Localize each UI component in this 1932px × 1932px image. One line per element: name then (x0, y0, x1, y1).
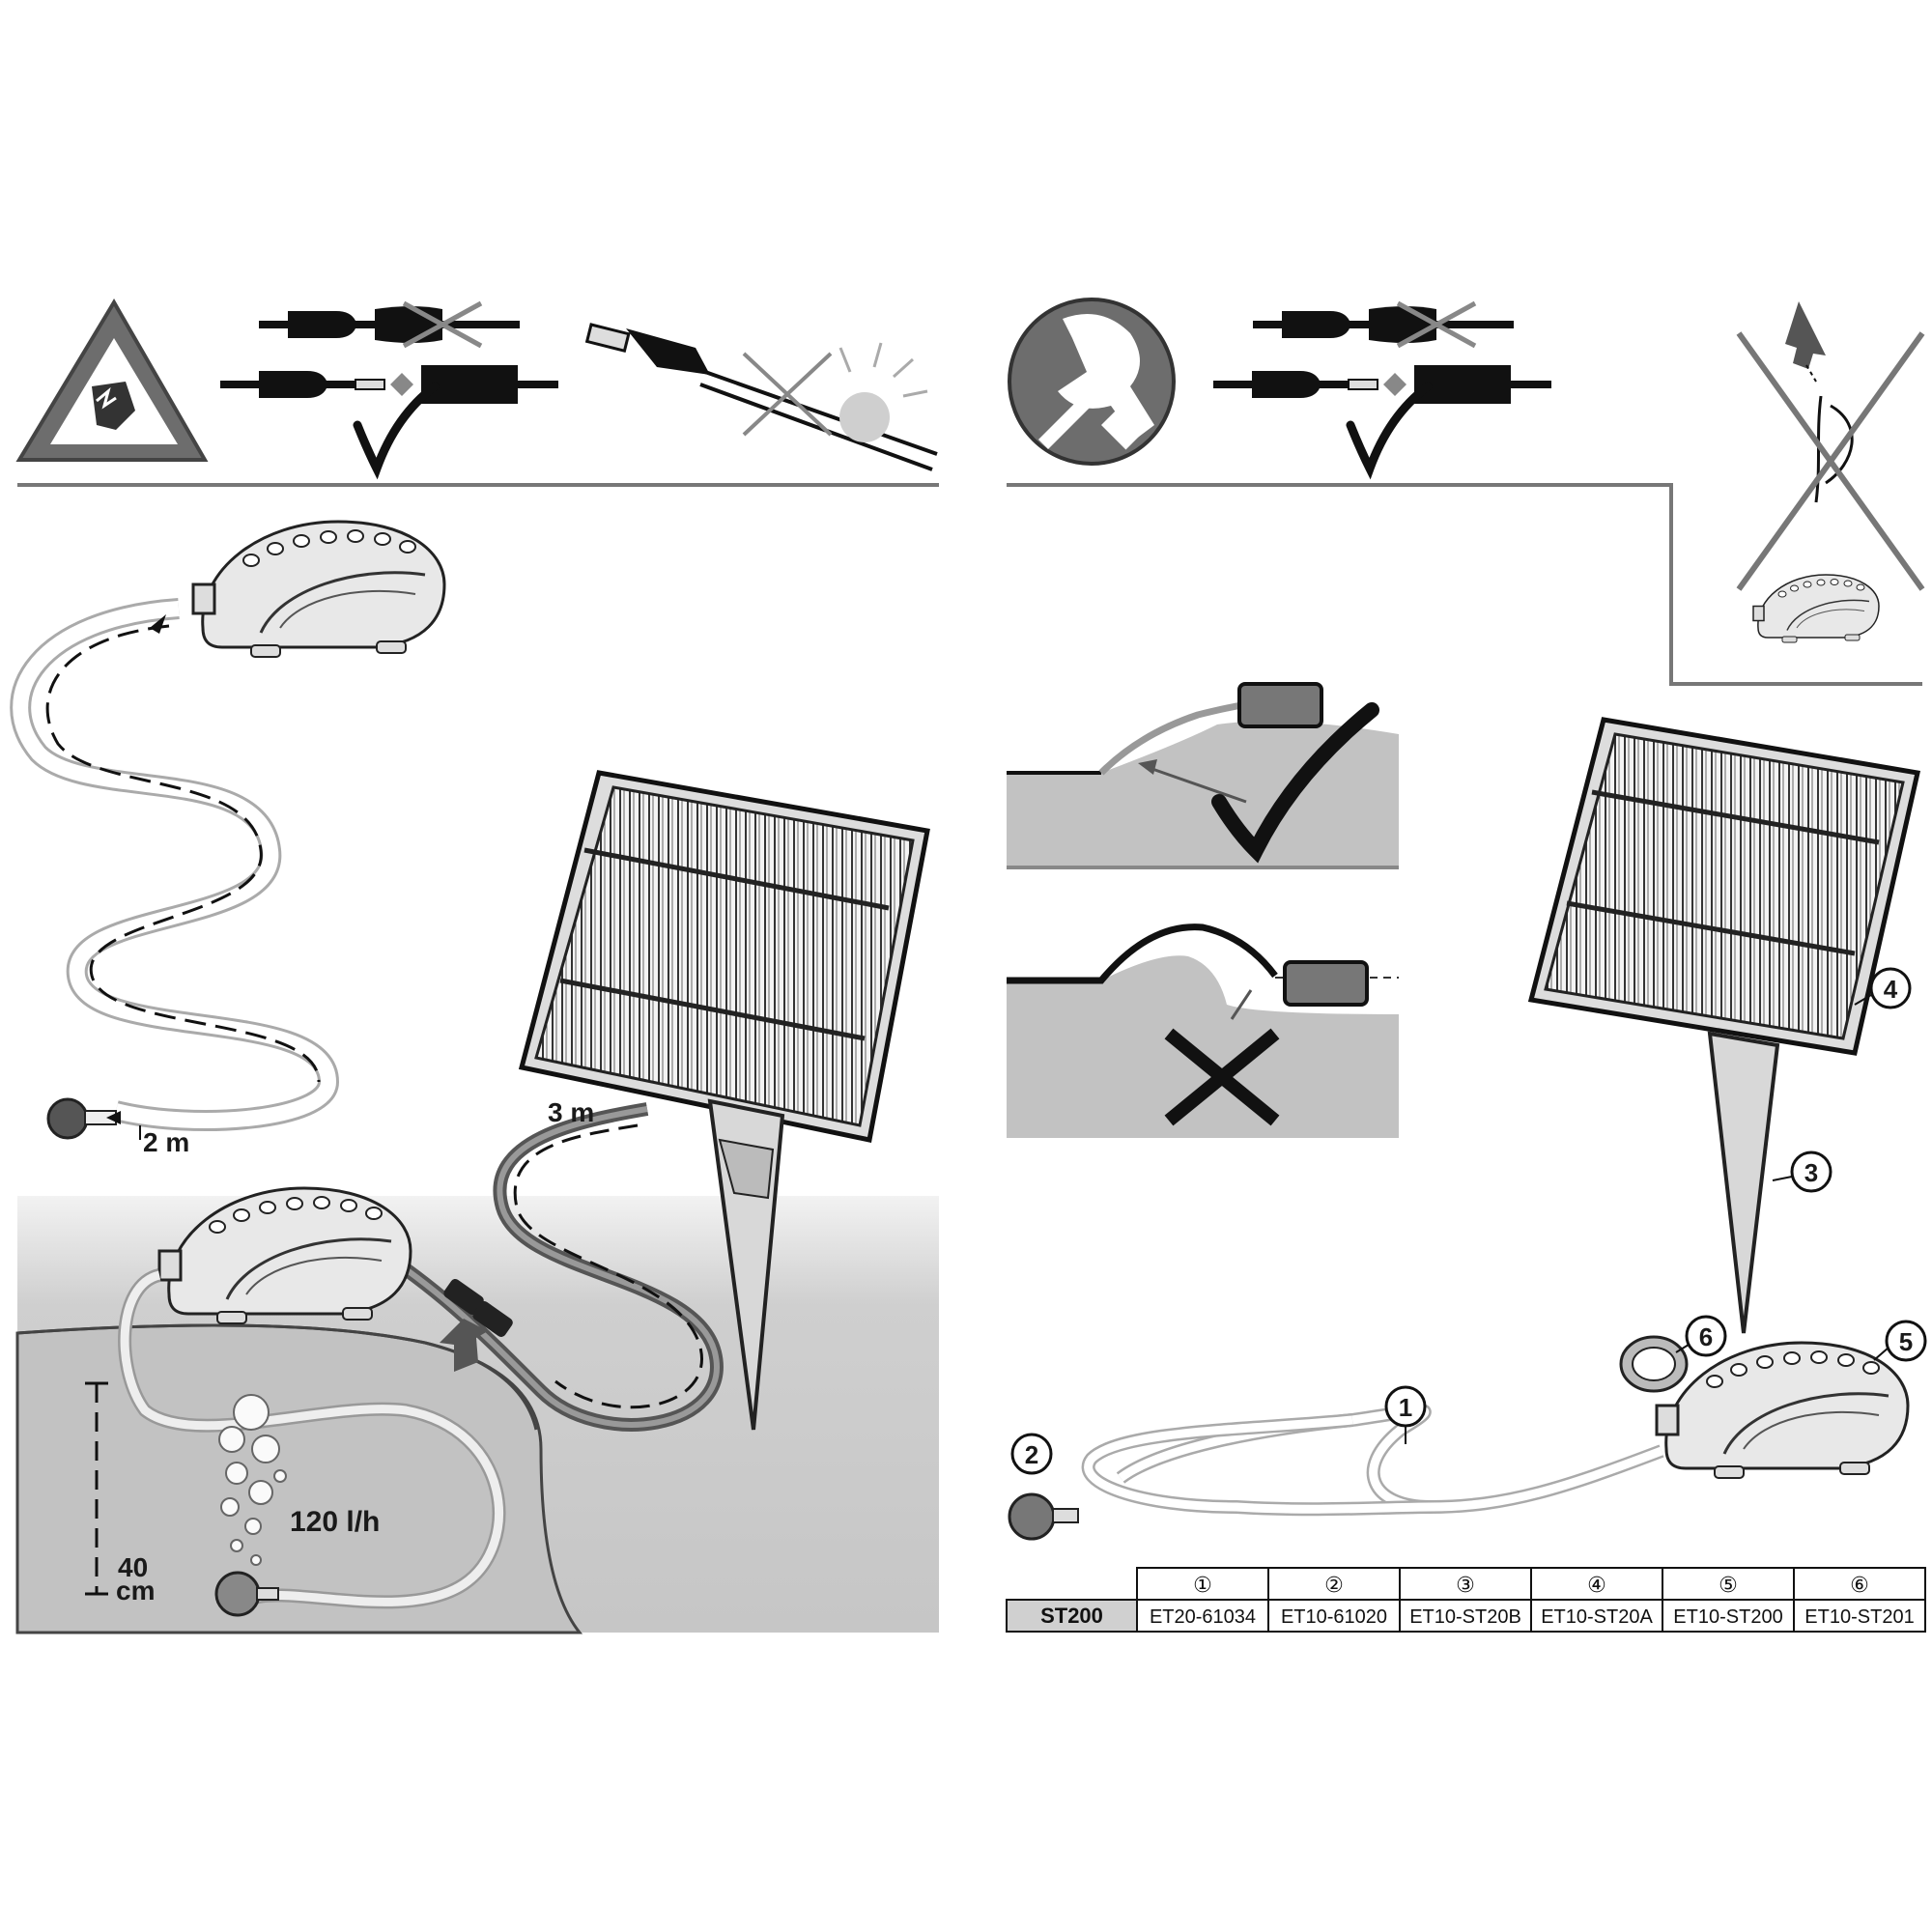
depth-value-label: 40 (118, 1552, 148, 1582)
table-header-cell: ③ (1456, 1573, 1475, 1597)
connector-correct-icon-right (1213, 365, 1551, 404)
cable-routing-correct (1007, 682, 1399, 869)
flow-rate-label: 120 l/h (290, 1506, 380, 1538)
table-header-cell: ④ (1587, 1573, 1606, 1597)
hose-length-label: 2 m (143, 1127, 189, 1157)
callout-4: 4 (1854, 967, 1912, 1009)
parts-table: ST200 ① ET20-61034 ② ET10-61020 ③ ET10-ST20B ④ E… (1006, 1567, 1926, 1633)
connector-wrong-icon (259, 303, 520, 346)
svg-text:3: 3 (1804, 1158, 1818, 1187)
svg-text:6: 6 (1699, 1322, 1713, 1351)
connect-arrow-icon (440, 1319, 488, 1372)
solar-panel-left (518, 770, 930, 1431)
table-part-cell: ET10-ST20A (1541, 1606, 1653, 1628)
right-header-divider (1007, 483, 1922, 686)
table-model-cell: ST200 (1040, 1604, 1103, 1628)
table-part-cell: ET10-ST201 (1804, 1606, 1914, 1628)
callout-5: 5 (1873, 1320, 1927, 1362)
air-stone-right (1008, 1492, 1079, 1541)
connector-correct-icon (220, 365, 558, 404)
depth-unit-label: cm (116, 1576, 155, 1605)
bubbles (218, 1394, 287, 1566)
svg-text:5: 5 (1899, 1327, 1913, 1356)
no-pull-cable-icon (1736, 301, 1925, 643)
cable-length-label: 3 m (548, 1097, 594, 1127)
check-mark-icon-right (1350, 386, 1428, 469)
air-pump-right (1655, 1341, 1910, 1480)
pump-foot (1619, 1335, 1689, 1393)
air-stone-top (46, 1097, 121, 1140)
table-part-cell: ET10-61020 (1281, 1606, 1387, 1628)
solar-panel-right (1527, 717, 1921, 1334)
connector-wrong-icon-right (1253, 303, 1514, 346)
air-stone-submerged (214, 1571, 279, 1617)
callout-3: 3 (1772, 1151, 1833, 1193)
connector-plug (443, 1278, 513, 1338)
depth-indicator (85, 1381, 108, 1596)
callout-6: 6 (1675, 1315, 1727, 1357)
electric-warning-icon (15, 298, 209, 462)
damaged-cable-icon (584, 323, 938, 471)
callout-1: 1 (1384, 1385, 1427, 1444)
wrench-screwdriver-icon (1008, 298, 1176, 466)
callout-2: 2 (1010, 1433, 1053, 1475)
table-part-cell: ET10-ST200 (1673, 1606, 1782, 1628)
cable-routing-wrong (1007, 923, 1399, 1138)
svg-text:1: 1 (1399, 1393, 1412, 1422)
table-header-cell: ① (1193, 1573, 1212, 1597)
air-pump-top (191, 520, 446, 659)
air-hose-right (1116, 1404, 1664, 1515)
table-header-cell: ⑤ (1719, 1573, 1738, 1597)
table-part-cell: ET20-61034 (1150, 1606, 1256, 1628)
table-header-cell: ⑥ (1850, 1573, 1869, 1597)
table-header-cell: ② (1324, 1573, 1344, 1597)
table-part-cell: ET10-ST20B (1409, 1606, 1521, 1628)
svg-text:2: 2 (1025, 1440, 1038, 1469)
svg-text:4: 4 (1884, 975, 1898, 1004)
check-mark-icon (357, 386, 435, 469)
